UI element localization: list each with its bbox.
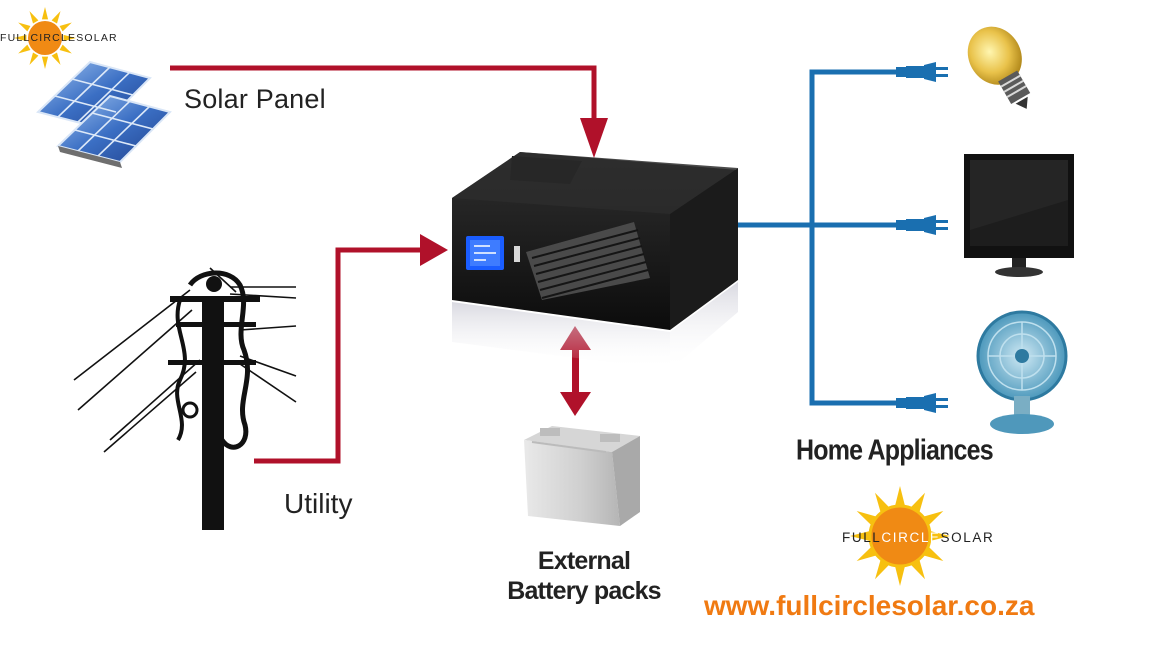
logo-part-full: FULL <box>842 530 882 545</box>
battery-icon <box>524 426 640 526</box>
logo-part-solar: SOLAR <box>76 32 118 44</box>
solar-input-line <box>170 65 597 130</box>
logo-text-small: FULLCIRCLESOLAR <box>0 32 118 44</box>
plug-icon <box>896 215 948 235</box>
website-url: www.fullcirclesolar.co.za <box>704 590 1035 621</box>
logo-text-large: FULLCIRCLESOLAR <box>842 530 994 545</box>
plug-icon <box>896 62 948 82</box>
sun-logo-icon <box>2 0 88 81</box>
solar-input-arrow <box>580 118 608 158</box>
battery-label: External Battery packs <box>496 546 672 606</box>
plug-icon <box>896 393 948 413</box>
home-appliances-label: Home Appliances <box>796 434 994 467</box>
utility-pole-icon <box>73 267 297 530</box>
inverter-icon <box>452 152 738 370</box>
battery-label-line2: Battery packs <box>507 577 661 605</box>
logo-part-full: FULL <box>0 32 31 44</box>
output-bus-line <box>738 69 900 406</box>
logo-part-solar: SOLAR <box>940 530 995 545</box>
solar-panel-label: Solar Panel <box>184 84 326 114</box>
logo-part-circle: CIRCLE <box>30 32 77 44</box>
television-icon <box>964 154 1074 277</box>
utility-input-arrow <box>420 234 448 266</box>
solar-panel-icon <box>36 60 172 168</box>
utility-label: Utility <box>284 488 353 519</box>
utility-input-line <box>254 247 430 464</box>
light-bulb-icon <box>967 26 1031 109</box>
fan-icon <box>976 310 1068 434</box>
sun-logo-icon <box>831 467 969 605</box>
battery-label-line1: External <box>537 547 631 575</box>
logo-part-circle: CIRCLE <box>881 530 941 545</box>
